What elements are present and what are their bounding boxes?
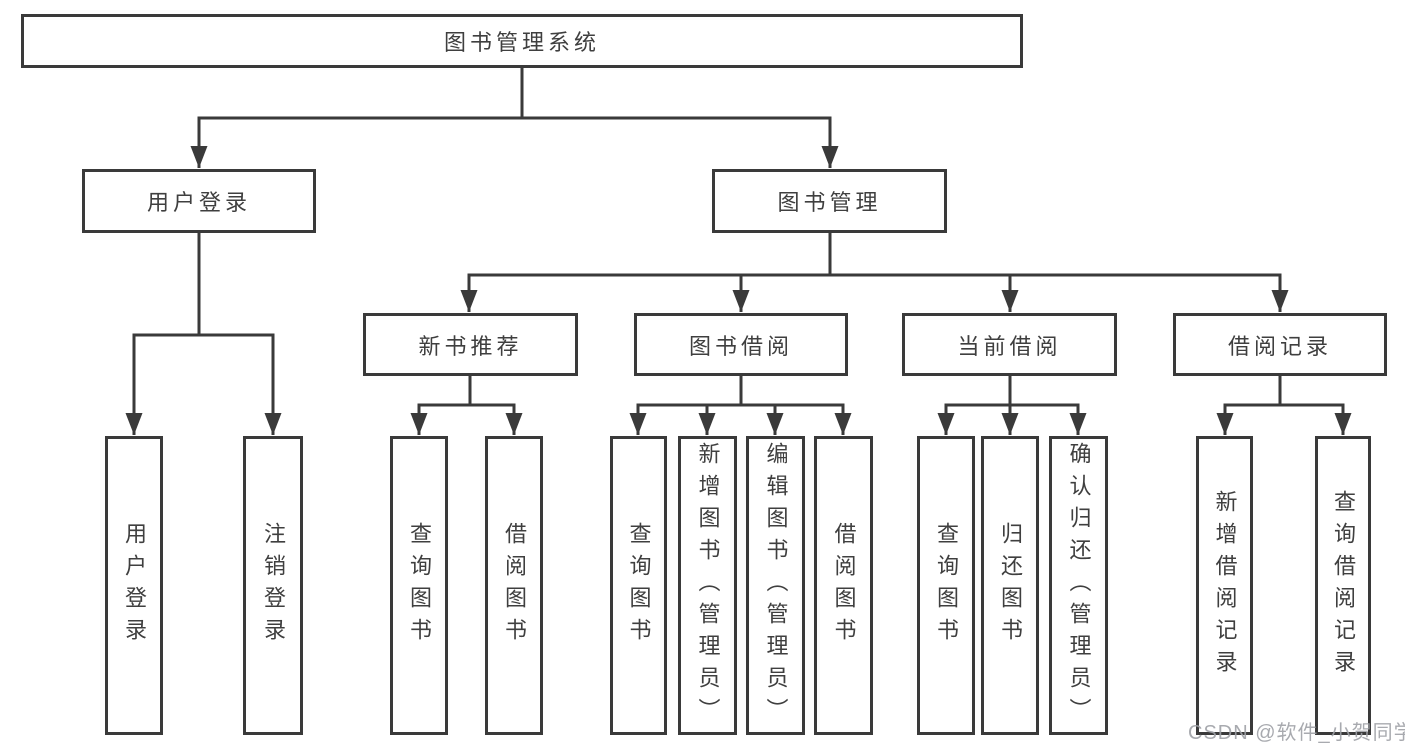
- leaf-query-books-3: 查询图书: [917, 436, 975, 735]
- node-user-login: 用户登录: [82, 169, 316, 233]
- node-borrowing-records: 借阅记录: [1173, 313, 1387, 376]
- node-borrowing-records-label: 借阅记录: [1227, 333, 1332, 359]
- node-user-login-label: 用户登录: [146, 190, 251, 215]
- leaf-query-books-3-label: 查询图书: [934, 521, 959, 650]
- node-new-book-recommend: 新书推荐: [363, 313, 578, 376]
- leaf-borrow-books-2: 借阅图书: [814, 436, 873, 735]
- leaf-add-borrow-record-label: 新增借阅记录: [1212, 489, 1238, 682]
- leaf-query-books-2: 查询图书: [610, 436, 667, 735]
- node-book-management: 图书管理: [712, 169, 947, 233]
- leaf-confirm-return-admin: 确认归还（管理员）: [1049, 436, 1108, 735]
- leaf-add-borrow-record: 新增借阅记录: [1196, 436, 1253, 735]
- node-root: 图书管理系统: [21, 14, 1023, 68]
- leaf-add-book-admin-label: 新增图书（管理员）: [695, 441, 721, 730]
- leaf-query-books-1-label: 查询图书: [407, 521, 432, 650]
- leaf-query-borrow-record-label: 查询借阅记录: [1331, 489, 1356, 682]
- leaf-return-book-label: 归还图书: [998, 521, 1023, 650]
- node-book-borrowing-label: 图书借阅: [688, 333, 793, 359]
- leaf-user-login: 用户登录: [105, 436, 163, 735]
- leaf-query-books-2-label: 查询图书: [626, 521, 652, 650]
- node-new-book-recommend-label: 新书推荐: [418, 333, 523, 359]
- node-book-borrowing: 图书借阅: [634, 313, 848, 376]
- leaf-return-book: 归还图书: [981, 436, 1039, 735]
- node-current-borrowing: 当前借阅: [902, 313, 1117, 376]
- leaf-add-book-admin: 新增图书（管理员）: [678, 436, 737, 735]
- node-root-label: 图书管理系统: [443, 30, 600, 55]
- leaf-user-login-label: 用户登录: [122, 521, 147, 650]
- leaf-query-books-1: 查询图书: [390, 436, 448, 735]
- leaf-logout-label: 注销登录: [261, 521, 286, 650]
- leaf-edit-book-admin: 编辑图书（管理员）: [746, 436, 805, 735]
- node-book-management-label: 图书管理: [777, 190, 882, 215]
- leaf-edit-book-admin-label: 编辑图书（管理员）: [763, 441, 789, 730]
- leaf-borrow-books-1: 借阅图书: [485, 436, 543, 735]
- leaf-borrow-books-1-label: 借阅图书: [502, 521, 527, 650]
- leaf-logout: 注销登录: [243, 436, 303, 735]
- leaf-query-borrow-record: 查询借阅记录: [1315, 436, 1371, 735]
- node-current-borrowing-label: 当前借阅: [957, 333, 1062, 359]
- leaf-borrow-books-2-label: 借阅图书: [831, 521, 857, 650]
- leaf-confirm-return-admin-label: 确认归还（管理员）: [1066, 441, 1092, 730]
- csdn-watermark: CSDN @软件_小贺同学: [1188, 722, 1405, 744]
